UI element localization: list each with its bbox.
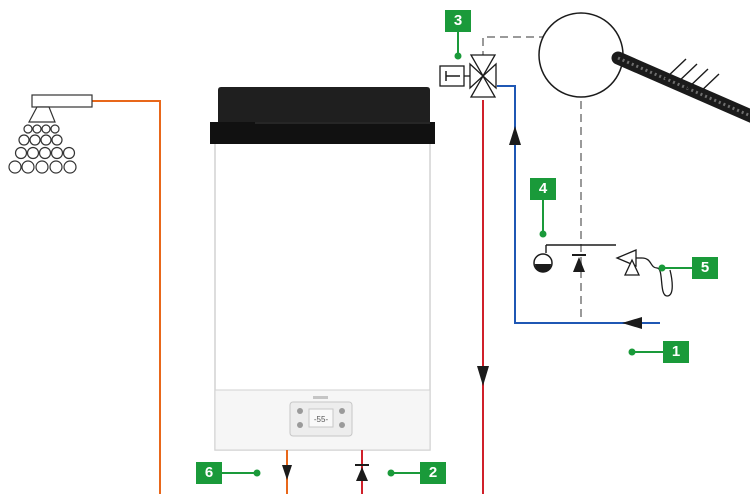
boiler-control-panel: -55-: [289, 396, 353, 437]
callout-badge-1: 1: [663, 341, 689, 363]
cold-water-pipe: [497, 85, 660, 324]
inlet-arrow-icon: [622, 317, 642, 329]
down-arrow-icon: [282, 465, 292, 480]
boiler-display: -55-: [314, 415, 329, 424]
callout-badge-2: 2: [420, 462, 446, 484]
callout-badge-5: 5: [692, 257, 718, 279]
boiler-icon: -55-: [210, 87, 435, 451]
hot-water-pipe: [92, 100, 161, 494]
cold-up-arrow-icon: [509, 126, 521, 145]
heat-source-icon: [538, 12, 624, 98]
check-valve-icon: [355, 464, 369, 481]
shower-head-icon: [8, 94, 93, 174]
callout-badge-4: 4: [530, 178, 556, 200]
safety-valve-icon: [615, 249, 673, 297]
solar-collector-icon: [611, 51, 750, 123]
callout-badge-6: 6: [196, 462, 222, 484]
callout-leaders: [222, 32, 692, 477]
flow-down-arrow-icon: [477, 366, 489, 386]
three-way-valve-icon: [439, 54, 497, 98]
shower-droplets: [8, 124, 77, 174]
expansion-vessel-icon: [533, 245, 553, 273]
callout-badge-3: 3: [445, 10, 471, 32]
check-valve-small-icon: [572, 254, 586, 272]
